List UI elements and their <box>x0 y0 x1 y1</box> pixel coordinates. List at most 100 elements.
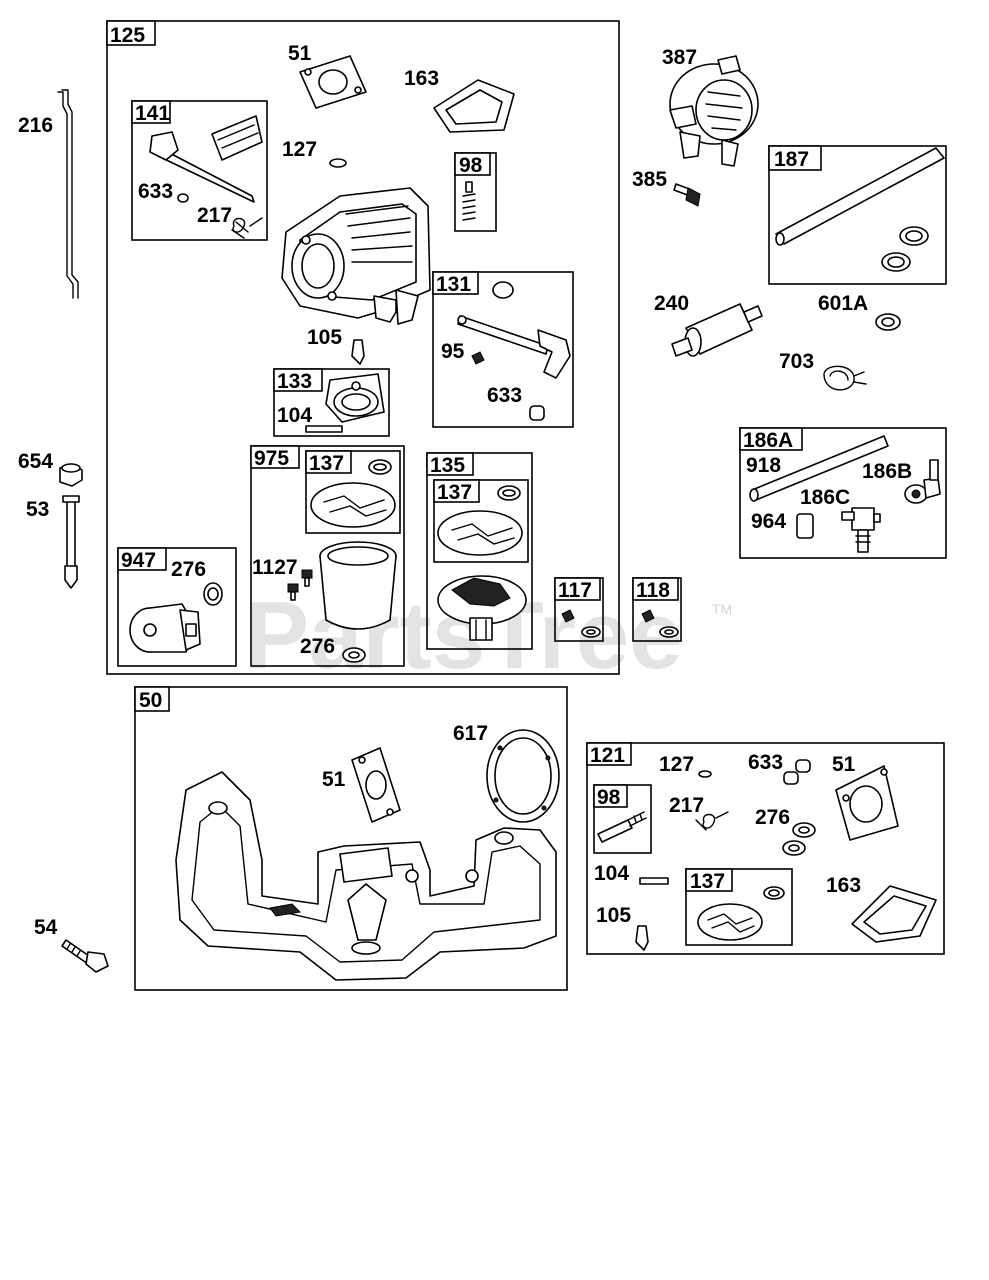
part-240-fuel-filter[interactable] <box>671 303 763 357</box>
part-387-fuel-pump[interactable] <box>669 55 759 167</box>
label-163-carb: 163 <box>404 67 439 90</box>
part-intake-manifold[interactable] <box>175 771 557 981</box>
kit-117-header <box>554 577 601 601</box>
part-51-gasket[interactable] <box>299 55 367 109</box>
kit-98-header-121 <box>593 784 628 808</box>
part-float-bowl[interactable] <box>319 541 397 630</box>
kit-50-number[interactable]: 50 <box>139 689 162 712</box>
part-104-pin-121[interactable] <box>639 877 669 885</box>
kit-131-number[interactable]: 131 <box>436 273 471 296</box>
part-carburetor-body[interactable] <box>281 187 431 325</box>
label-104-133: 104 <box>277 404 312 427</box>
part-fuel-solenoid[interactable] <box>129 603 201 653</box>
part-617-gasket[interactable] <box>486 729 560 823</box>
label-654: 654 <box>18 450 53 473</box>
part-104-pin[interactable] <box>305 425 343 433</box>
kit-186A-frame <box>739 427 947 559</box>
kit-98-header-carb <box>454 152 491 176</box>
part-throttle-shaft[interactable] <box>457 281 571 379</box>
part-fuel-line[interactable] <box>775 147 945 246</box>
part-float[interactable] <box>325 373 385 423</box>
part-53-stud[interactable] <box>62 495 80 589</box>
part-186B-fitting[interactable] <box>904 459 941 504</box>
part-1127-drain-screws[interactable] <box>287 569 313 601</box>
part-choke-shaft[interactable] <box>149 115 263 203</box>
part-217-spring[interactable] <box>231 217 263 239</box>
kit-133-number[interactable]: 133 <box>277 370 312 393</box>
part-163-gasket[interactable] <box>433 79 515 133</box>
kit-137-header-135 <box>433 479 480 503</box>
label-51-carb: 51 <box>288 42 312 65</box>
label-276-975: 276 <box>300 635 335 658</box>
part-95-screw[interactable] <box>471 351 485 365</box>
kit-137-number-121[interactable]: 137 <box>690 870 725 893</box>
label-54: 54 <box>34 916 58 939</box>
part-217-spring-121[interactable] <box>695 811 729 831</box>
part-127-seal-121[interactable] <box>698 770 712 778</box>
kit-117-number[interactable]: 117 <box>558 579 592 602</box>
kit-141-frame <box>131 100 268 241</box>
part-601A-clamp[interactable] <box>875 313 901 331</box>
label-217-141: 217 <box>197 204 232 227</box>
kit-98-number-carb[interactable]: 98 <box>459 154 483 177</box>
part-633-bushing-131[interactable] <box>529 405 545 421</box>
kit-187-header <box>768 145 822 171</box>
label-53: 53 <box>26 498 49 521</box>
part-98-screw-121[interactable] <box>597 811 647 843</box>
part-633-bushing-121[interactable] <box>783 759 811 785</box>
part-51-gasket-manifold[interactable] <box>351 747 401 823</box>
kit-187-frame <box>768 145 947 285</box>
label-186B: 186B <box>862 460 912 483</box>
part-idle-screw[interactable] <box>462 181 476 221</box>
part-fuel-solenoid-plate[interactable] <box>437 575 527 641</box>
part-385-screw[interactable] <box>673 183 701 207</box>
kit-975-number[interactable]: 975 <box>254 447 289 470</box>
part-bowl-gasket-135[interactable] <box>437 485 523 556</box>
kit-118-number[interactable]: 118 <box>636 579 670 602</box>
label-104-121: 104 <box>594 862 629 885</box>
label-51-manifold: 51 <box>322 768 346 791</box>
kit-137-header-975 <box>305 450 352 474</box>
part-bowl-gasket-975[interactable] <box>310 459 396 528</box>
label-105-121: 105 <box>596 904 631 927</box>
kit-137-number-975[interactable]: 137 <box>309 452 344 475</box>
part-654-nut[interactable] <box>59 463 83 487</box>
part-964-sleeve[interactable] <box>796 513 814 539</box>
label-918: 918 <box>746 454 781 477</box>
part-54-bolt[interactable] <box>61 939 109 973</box>
kit-121-frame <box>586 742 945 955</box>
kit-125-number[interactable]: 125 <box>110 24 145 47</box>
kit-141-number[interactable]: 141 <box>135 102 170 125</box>
part-105-needle[interactable] <box>351 339 365 365</box>
part-276-washers-121[interactable] <box>782 822 816 856</box>
kit-186A-number[interactable]: 186A <box>743 429 793 452</box>
part-117-screw-washer[interactable] <box>561 609 601 638</box>
part-703-clip[interactable] <box>823 365 867 391</box>
part-bowl-gasket-121[interactable] <box>697 886 785 941</box>
part-918-hose[interactable] <box>749 435 889 502</box>
part-118-screw-washer[interactable] <box>641 609 679 638</box>
part-127-seal[interactable] <box>329 158 347 168</box>
label-127-121: 127 <box>659 753 694 776</box>
kit-135-frame <box>426 452 533 650</box>
part-hose-clamps[interactable] <box>881 226 929 272</box>
part-276-washer-947[interactable] <box>203 582 223 606</box>
part-163-gasket-121[interactable] <box>851 885 937 943</box>
label-385: 385 <box>632 168 667 191</box>
kit-121-number[interactable]: 121 <box>590 744 625 767</box>
part-276-washer-975[interactable] <box>342 647 366 663</box>
kit-947-frame <box>117 547 237 667</box>
kit-137-frame-121 <box>685 868 793 946</box>
kit-135-header <box>426 452 474 476</box>
kit-187-number[interactable]: 187 <box>774 148 809 171</box>
kit-137-number-135[interactable]: 137 <box>437 481 472 504</box>
part-216-link-rod[interactable] <box>57 89 79 299</box>
part-186C-valve[interactable] <box>841 507 881 553</box>
part-633-bushing[interactable] <box>177 193 189 203</box>
part-105-needle-121[interactable] <box>635 925 649 951</box>
kit-98-number-121[interactable]: 98 <box>597 786 621 809</box>
part-51-gasket-121[interactable] <box>835 765 899 841</box>
kit-947-number[interactable]: 947 <box>121 549 156 572</box>
label-163-121: 163 <box>826 874 861 897</box>
kit-135-number[interactable]: 135 <box>430 454 465 477</box>
